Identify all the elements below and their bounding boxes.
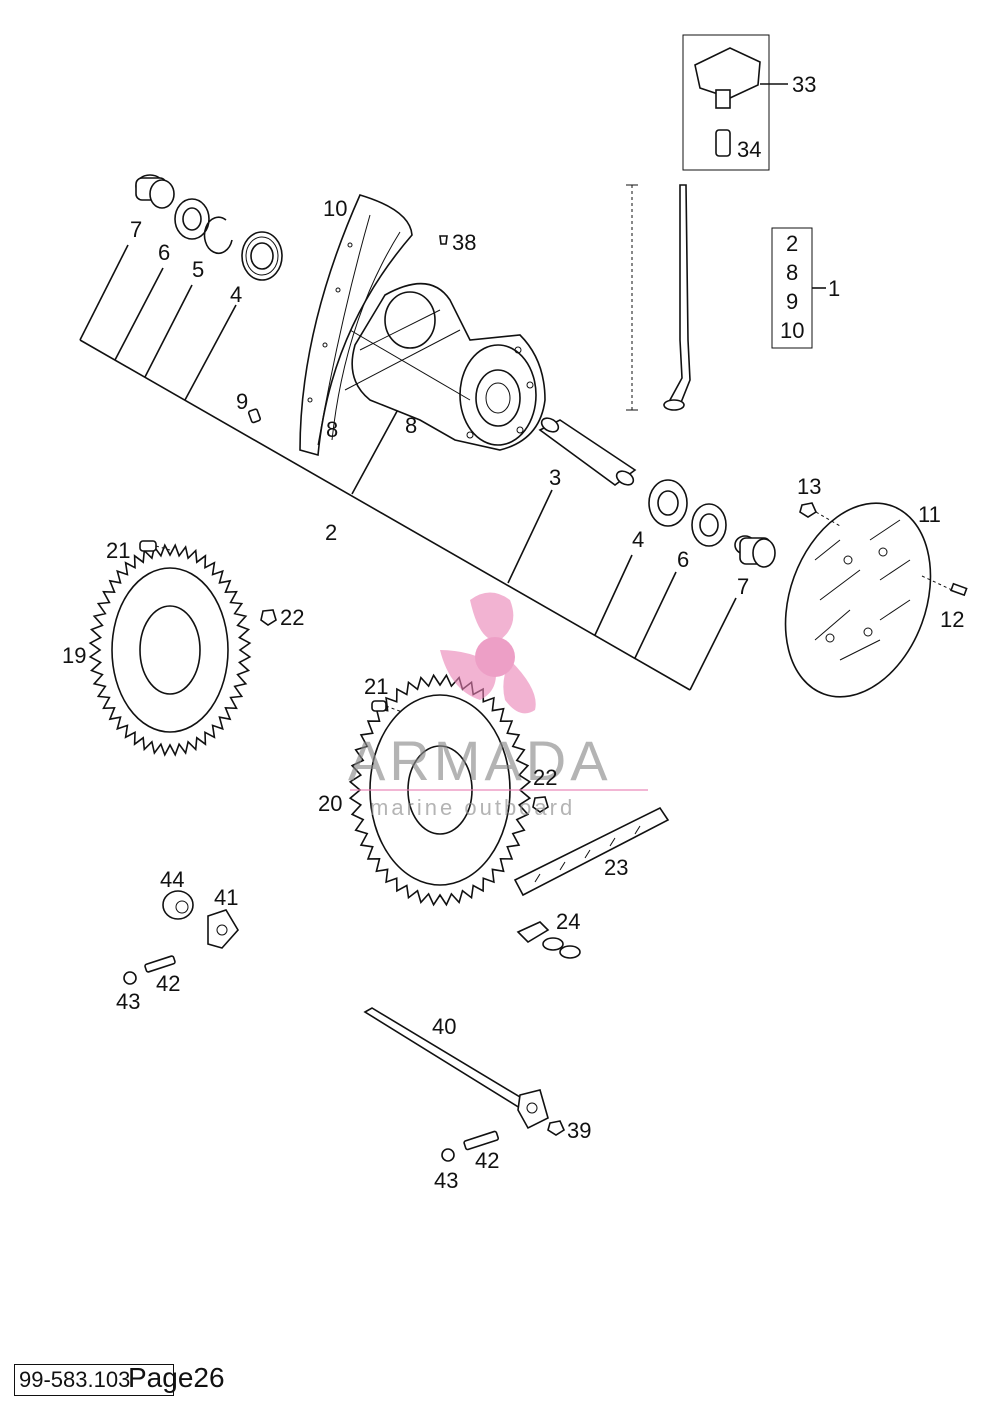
sprocket-part-19 <box>88 543 252 757</box>
valve-part-9 <box>247 408 261 424</box>
leader-lines <box>79 244 737 691</box>
axle-sleeve-part-3 <box>538 417 637 486</box>
label-part-7-bottom: 7 <box>737 574 749 599</box>
label-part-39: 39 <box>567 1118 591 1143</box>
nut-part-39 <box>547 1120 566 1136</box>
spoke-nipple-part-38 <box>439 235 448 245</box>
label-part-11: 11 <box>918 502 941 527</box>
label-part-12: 12 <box>940 607 964 632</box>
bearing-part-4-top <box>241 231 283 281</box>
label-part-3: 3 <box>549 465 561 490</box>
label-part-42-bottom: 42 <box>475 1148 499 1173</box>
label-part-24: 24 <box>556 909 580 934</box>
label-part-34: 34 <box>737 137 761 162</box>
label-part-43-bottom: 43 <box>434 1168 458 1193</box>
label-part-20: 20 <box>318 791 342 816</box>
label-part-8-right: 8 <box>405 413 417 438</box>
label-part-13: 13 <box>797 474 821 499</box>
spoke-assembly <box>626 184 691 411</box>
label-part-7-top: 7 <box>130 217 142 242</box>
kit-item-8: 8 <box>786 260 798 285</box>
kit-item-2: 2 <box>786 231 798 256</box>
watermark-tagline: marine outboard <box>370 795 575 820</box>
label-part-40: 40 <box>432 1014 456 1039</box>
brake-disc-part-11 <box>784 502 932 698</box>
label-part-33: 33 <box>792 72 816 97</box>
label-part-4-top: 4 <box>230 282 242 307</box>
nut-part-22-middle <box>532 796 549 813</box>
label-part-4-bottom: 4 <box>632 527 644 552</box>
spacer-part-7-top <box>135 174 175 209</box>
bolt-part-21-middle <box>371 700 403 713</box>
label-part-1: 1 <box>828 276 840 301</box>
label-part-22-left: 22 <box>280 605 304 630</box>
label-part-41: 41 <box>214 885 238 910</box>
part-labels: 7 6 5 4 10 38 9 8 8 2 3 4 6 7 13 11 12 3… <box>62 72 964 1193</box>
watermark-brand: ARMADA <box>348 729 612 792</box>
chain-adjuster-part-44 <box>162 890 194 920</box>
wheel-hub <box>344 282 546 451</box>
bolt-part-21-left <box>139 540 171 552</box>
document-code: 99-583.103 <box>14 1364 174 1396</box>
label-part-22-middle: 22 <box>533 765 557 790</box>
label-part-5: 5 <box>192 257 204 282</box>
propeller-logo-icon <box>440 592 536 714</box>
circlip-part-5 <box>203 216 233 254</box>
chain-adjuster-part-41 <box>207 909 239 949</box>
label-part-43-top: 43 <box>116 989 140 1014</box>
label-part-21-left: 21 <box>106 538 130 563</box>
label-part-6-top: 6 <box>158 240 170 265</box>
label-part-44: 44 <box>160 867 184 892</box>
bearing-part-4-bottom <box>648 479 688 527</box>
label-part-42-top: 42 <box>156 971 180 996</box>
label-part-23: 23 <box>604 855 628 880</box>
bolt-part-42-top <box>144 955 176 973</box>
kit-item-10: 10 <box>780 318 804 343</box>
nut-part-43-bottom <box>441 1148 455 1162</box>
label-part-9: 9 <box>236 389 248 414</box>
label-part-38: 38 <box>452 230 476 255</box>
seal-ring-part-6-bottom <box>691 503 727 547</box>
valve-box <box>682 34 770 171</box>
bolt-part-42-bottom <box>463 1130 499 1151</box>
page-number: Page26 <box>128 1362 225 1393</box>
bolt-part-12 <box>921 575 968 597</box>
label-part-8-left: 8 <box>326 417 338 442</box>
label-part-2: 2 <box>325 520 337 545</box>
nut-part-13 <box>799 502 841 527</box>
spacer-part-7-bottom <box>734 535 776 568</box>
watermark: ARMADA marine outboard <box>348 592 648 820</box>
rim-part-10 <box>299 194 413 457</box>
kit-item-9: 9 <box>786 289 798 314</box>
seal-ring-part-6-top <box>174 198 210 240</box>
label-part-6-bottom: 6 <box>677 547 689 572</box>
nut-part-22-left <box>260 609 277 626</box>
chain-link-part-24 <box>516 921 581 959</box>
label-part-10-rim: 10 <box>323 196 347 221</box>
label-part-19: 19 <box>62 643 86 668</box>
axle-part-40 <box>363 1007 549 1130</box>
chain-part-23 <box>513 806 670 897</box>
kit-box <box>771 227 826 349</box>
label-part-21-middle: 21 <box>364 674 388 699</box>
nut-part-43-top <box>123 971 137 985</box>
